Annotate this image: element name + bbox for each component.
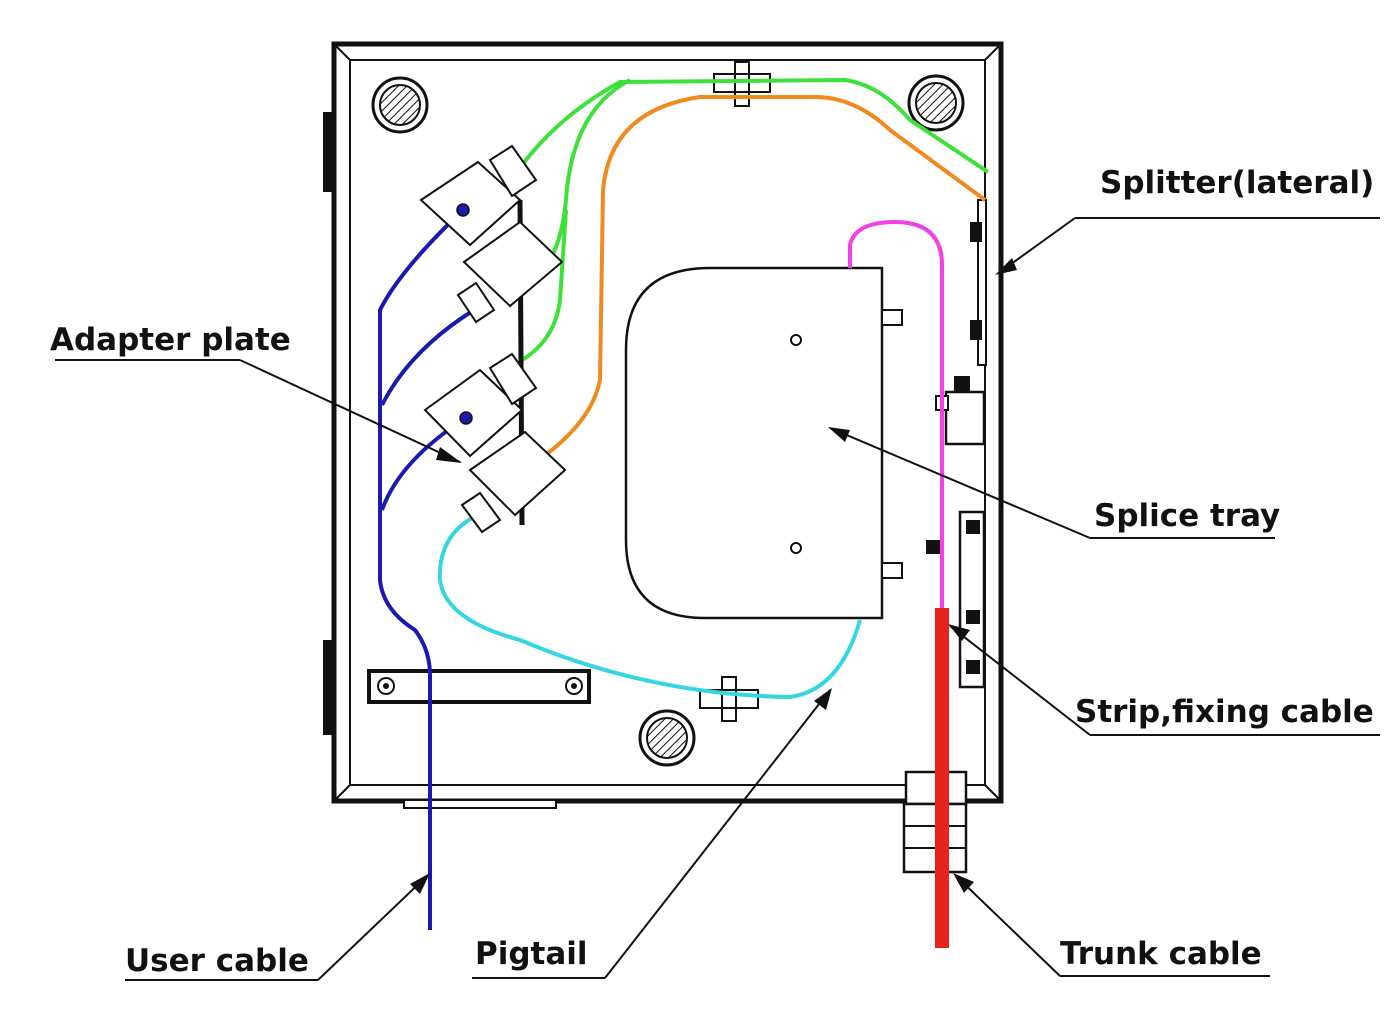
arrowhead-icon	[995, 258, 1017, 275]
adapter-4	[460, 430, 567, 534]
green-fiber-1	[520, 77, 990, 174]
adapter-1	[419, 144, 538, 247]
arrowhead-icon	[410, 873, 430, 894]
vent-grille-icon	[638, 709, 696, 767]
cable-clip-bottom	[699, 676, 759, 722]
arrowhead-icon	[948, 624, 970, 641]
hinge-bottom	[323, 640, 334, 735]
arrowhead-icon	[953, 873, 974, 893]
pigtail-fiber	[437, 516, 862, 700]
adapter-plate	[419, 144, 567, 534]
splitter	[970, 199, 987, 366]
fixing-bar	[367, 669, 591, 704]
arrowhead-icon	[828, 427, 850, 442]
label-pigtail: Pigtail	[475, 936, 588, 972]
adapter-3	[423, 352, 538, 458]
label-user-cable: User cable	[125, 943, 309, 979]
label-splice-tray: Splice tray	[1094, 498, 1280, 534]
green-fiber-3	[520, 209, 568, 362]
label-splitter: Splitter(lateral)	[1100, 165, 1374, 201]
fixing-strip	[926, 510, 986, 689]
user-cable-main	[378, 208, 465, 930]
splice-tray	[624, 266, 903, 620]
adapter-2	[456, 220, 564, 324]
bottom-tab	[403, 799, 557, 809]
vent-grille-icon	[371, 76, 429, 134]
hinge-top	[323, 112, 334, 192]
user-cable-branch-1	[380, 308, 476, 406]
label-adapter-plate: Adapter plate	[50, 322, 291, 358]
pink-fiber	[848, 219, 944, 610]
leader-lines	[55, 217, 1380, 981]
vent-grille-icon	[907, 74, 965, 132]
orange-fiber	[518, 95, 987, 474]
arrowhead-icon	[436, 447, 462, 463]
label-strip-fixing-cable: Strip,fixing cable	[1075, 694, 1374, 730]
label-trunk-cable: Trunk cable	[1060, 936, 1262, 972]
arrowhead-icon	[814, 688, 832, 710]
